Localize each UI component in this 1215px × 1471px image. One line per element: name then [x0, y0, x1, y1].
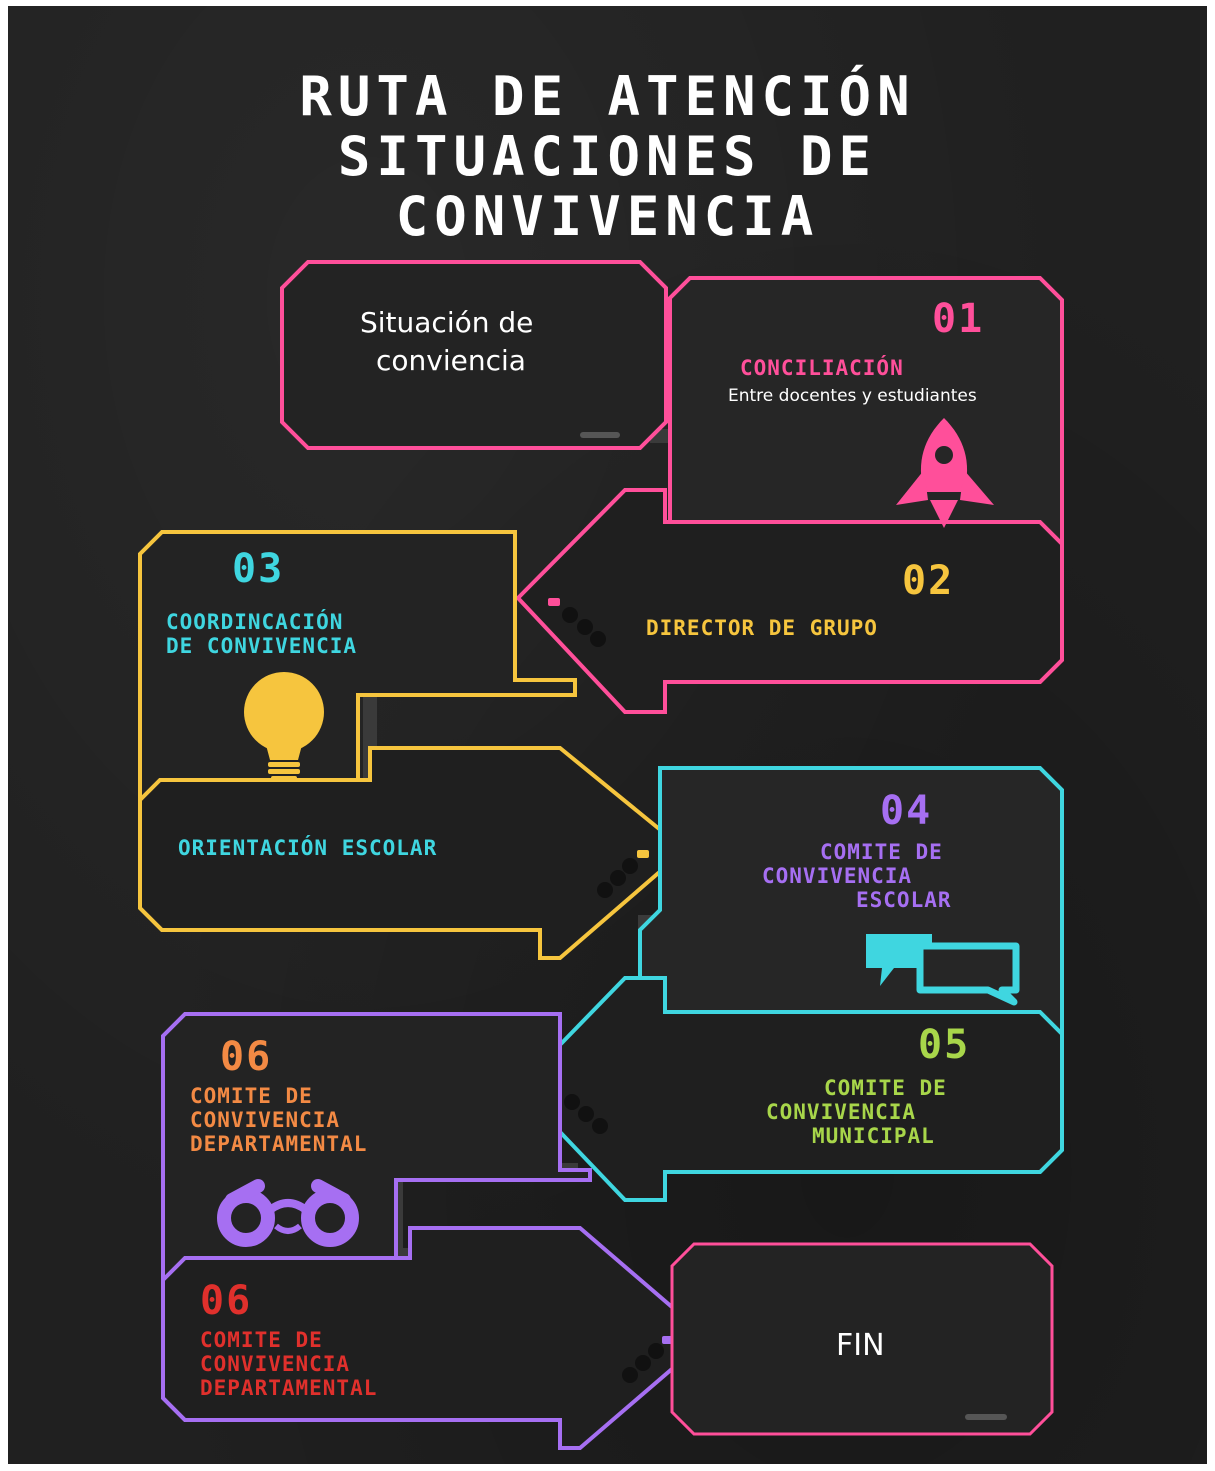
start-text-line-1: Situación de: [360, 306, 534, 339]
end-dots: [965, 1414, 1007, 1420]
orientacion-arrow: [138, 746, 689, 960]
orientacion-escolar-label: ORIENTACIÓN ESCOLAR: [178, 836, 438, 860]
step-03-number: 03: [232, 546, 285, 592]
step-01-label: CONCILIACIÓN: [740, 356, 904, 380]
step-04-label-line-2: CONVIVENCIA: [762, 864, 913, 888]
step-02-dots: [548, 598, 560, 606]
lightbulb-icon: [244, 672, 324, 781]
arrow-dot-decor: [562, 607, 664, 1383]
title-line-3: CONVIVENCIA: [395, 185, 820, 248]
title-line-2: SITUACIONES DE: [337, 125, 878, 188]
end-panel: [670, 1242, 1054, 1436]
end-label: FIN: [836, 1328, 885, 1363]
step-06a-label-line-2: CONVIVENCIA: [190, 1108, 341, 1132]
title-line-1: RUTA DE ATENCIÓN: [299, 65, 916, 128]
start-dots: [580, 432, 620, 438]
step-05-label-line-2: CONVIVENCIA: [766, 1100, 917, 1124]
step-06a-number: 06: [220, 1034, 273, 1080]
final-arrow: [161, 1226, 712, 1450]
step-01-number: 01: [932, 296, 985, 342]
step-05-label-line-3: MUNICIPAL: [812, 1124, 935, 1148]
step-06b-label-line-1: COMITE DE: [200, 1328, 323, 1352]
step-06b-label-line-2: CONVIVENCIA: [200, 1352, 351, 1376]
rocket-icon: [896, 418, 994, 528]
step-03-label-line-2: DE CONVIVENCIA: [166, 634, 358, 658]
step-06a-label-line-1: COMITE DE: [190, 1084, 313, 1108]
step-05-label-line-1: COMITE DE: [824, 1076, 947, 1100]
step-06a-label-line-3: DEPARTAMENTAL: [190, 1132, 368, 1156]
start-panel: [280, 260, 668, 450]
chat-bubbles-icon: [866, 934, 1020, 1006]
step-02-arrow: [515, 488, 1064, 714]
step-02-label: DIRECTOR DE GRUPO: [646, 616, 878, 640]
step-04-label-line-1: COMITE DE: [820, 840, 943, 864]
infographic-canvas: RUTA DE ATENCIÓN SITUACIONES DE CONVIVEN…: [8, 6, 1207, 1464]
step-06b-number: 06: [200, 1278, 253, 1324]
step-05-arrow: [515, 976, 1064, 1202]
orientacion-dots: [637, 850, 649, 858]
step-01-subtitle: Entre docentes y estudiantes: [728, 386, 977, 406]
start-text-line-2: conviencia: [376, 344, 526, 377]
step-02-number: 02: [902, 558, 955, 604]
step-04-label-line-3: ESCOLAR: [856, 888, 952, 912]
step-04-number: 04: [880, 788, 933, 834]
flow-diagram-shapes: [138, 260, 1064, 1450]
binoculars-icon: [217, 1179, 359, 1247]
step-06b-label-line-3: DEPARTAMENTAL: [200, 1376, 378, 1400]
step-03-label-line-1: COORDINCACIÓN: [166, 610, 344, 634]
step-05-number: 05: [918, 1022, 971, 1068]
